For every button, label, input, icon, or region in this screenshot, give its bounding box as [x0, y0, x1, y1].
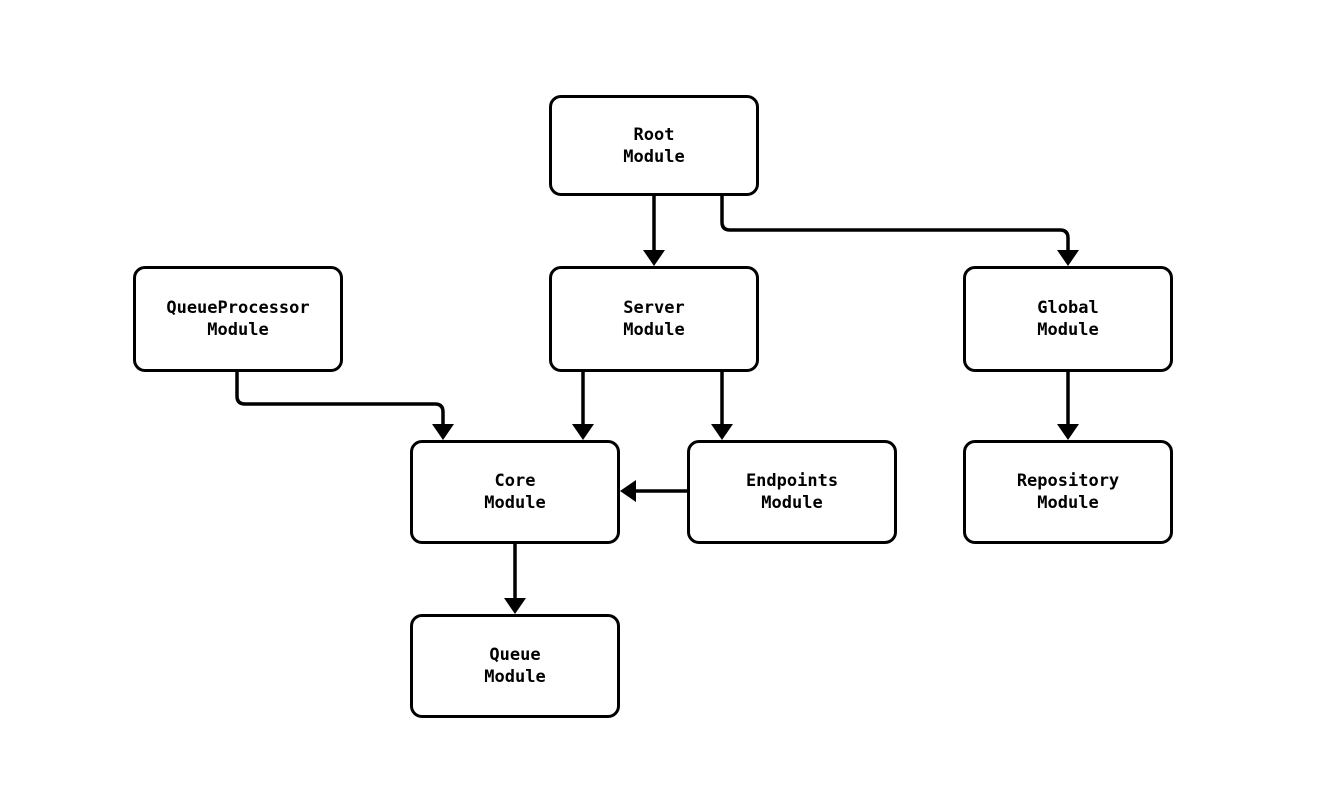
repository-module-node[interactable]: Repository Module: [963, 440, 1173, 544]
edge-server-to-core-arrowhead: [572, 424, 594, 440]
node-label: Endpoints Module: [745, 471, 839, 513]
endpoints-module-node[interactable]: Endpoints Module: [687, 440, 897, 544]
edge-queueprocessor-to-core-arrowhead: [432, 424, 454, 440]
server-module-node[interactable]: Server Module: [549, 266, 759, 372]
edge-core-to-queue-arrowhead: [504, 598, 526, 614]
node-label: Global Module: [1037, 298, 1099, 340]
node-label: Repository Module: [1016, 471, 1120, 513]
node-label: Server Module: [623, 298, 685, 340]
edge-server-to-endpoints-arrowhead: [711, 424, 733, 440]
node-label: Core Module: [484, 471, 546, 513]
edge-endpoints-to-core-arrowhead: [620, 480, 636, 502]
root-module-node[interactable]: Root Module: [549, 95, 759, 196]
edge-root-to-global-arrowhead: [1057, 250, 1079, 266]
edge-root-to-global: [720, 196, 1070, 258]
core-module-node[interactable]: Core Module: [410, 440, 620, 544]
edge-queueprocessor-to-core: [235, 372, 445, 432]
queueprocessor-module-node[interactable]: QueueProcessor Module: [133, 266, 343, 372]
node-label: Root Module: [623, 124, 685, 167]
node-label: QueueProcessor Module: [166, 298, 310, 340]
node-label: Queue Module: [484, 645, 546, 687]
edge-root-to-server-arrowhead: [643, 250, 665, 266]
global-module-node[interactable]: Global Module: [963, 266, 1173, 372]
queue-module-node[interactable]: Queue Module: [410, 614, 620, 718]
edge-global-to-repository-arrowhead: [1057, 424, 1079, 440]
